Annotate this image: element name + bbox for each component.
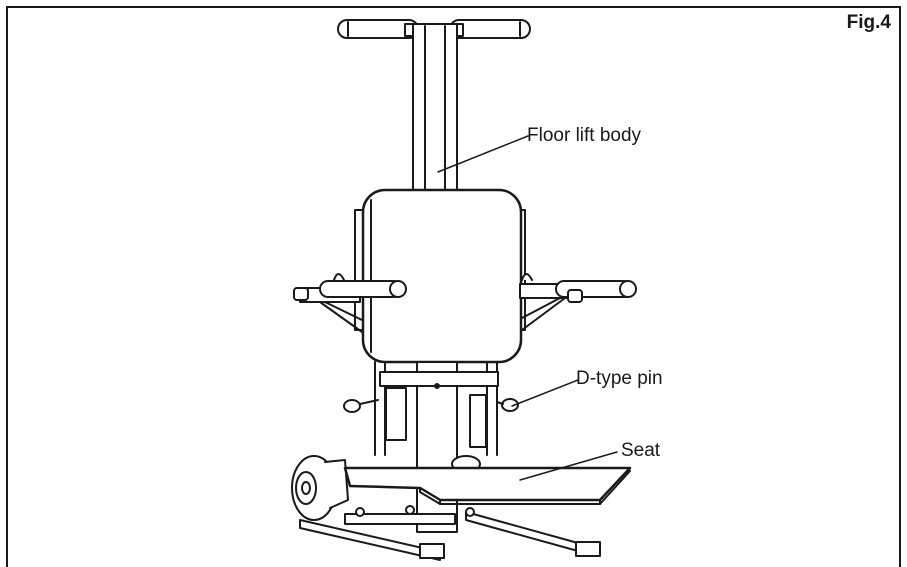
wheel xyxy=(292,456,348,520)
figure-frame xyxy=(6,6,901,567)
right-arm xyxy=(520,274,636,330)
callout-floor-lift-body: Floor lift body xyxy=(527,125,642,146)
leader-lines xyxy=(438,136,617,480)
leader-body xyxy=(438,136,528,172)
callout-d-type-pin: D-type pin xyxy=(576,368,663,389)
mast xyxy=(413,24,457,194)
leader-pin xyxy=(512,380,578,406)
base-legs xyxy=(300,506,600,560)
lift-body-housing xyxy=(363,190,521,362)
figure-label: Fig.4 xyxy=(846,12,891,33)
leader-seat xyxy=(520,452,617,480)
left-arm xyxy=(294,274,406,332)
d-type-pin-left xyxy=(344,400,378,412)
d-type-pin-right xyxy=(497,399,518,411)
seat xyxy=(345,468,630,504)
lower-frame xyxy=(375,362,498,532)
callout-seat: Seat xyxy=(621,440,661,461)
